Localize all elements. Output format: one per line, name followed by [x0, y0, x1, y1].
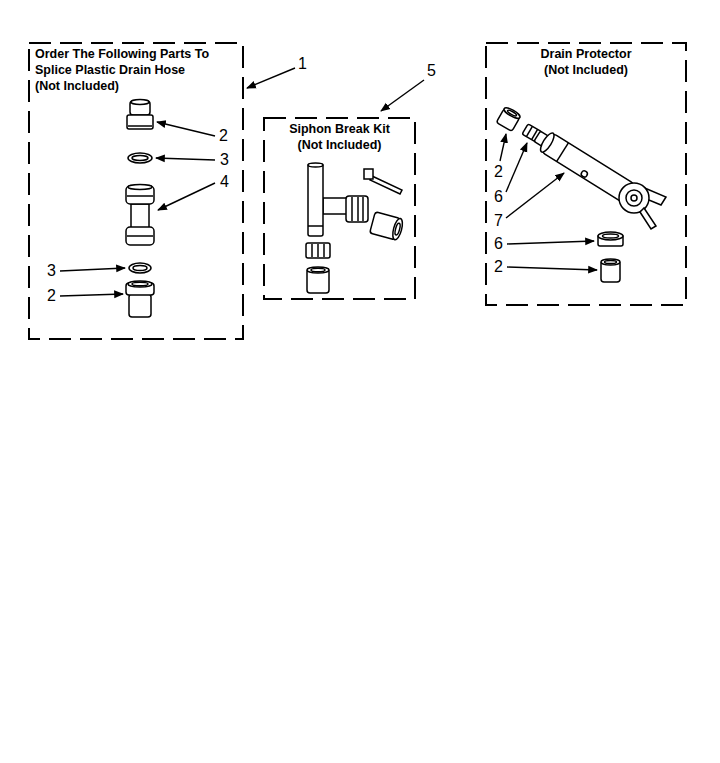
- leader-line: [381, 80, 424, 111]
- siphon-tee: [308, 163, 347, 236]
- callout-number: 6: [494, 235, 503, 253]
- leader-line: [506, 173, 564, 218]
- dashed-outline: [485, 42, 687, 306]
- dashed-border: [486, 43, 686, 305]
- adapter: [370, 212, 405, 241]
- coupler: [126, 185, 154, 246]
- callout-number: 4: [220, 173, 229, 191]
- callout-number: 2: [219, 127, 228, 145]
- protector-body: [531, 127, 634, 203]
- leader-line: [506, 143, 527, 192]
- leader-line: [158, 183, 215, 210]
- group-note: (Not Included): [297, 137, 381, 153]
- coupling-nut: [346, 196, 368, 222]
- callout-number: 6: [494, 188, 503, 206]
- cable-tie: [364, 169, 402, 194]
- group-heading: Drain Protector: [541, 46, 632, 62]
- dashed-border: [264, 118, 415, 299]
- leader-line: [157, 122, 215, 136]
- ferrule: [601, 259, 620, 282]
- leader-line: [247, 68, 295, 88]
- clamp-ring: [129, 263, 151, 273]
- callout-number: 5: [427, 62, 436, 80]
- coupling-nut: [306, 243, 330, 258]
- callout-number: 3: [220, 151, 229, 169]
- leader-line: [507, 267, 597, 270]
- ferrule: [496, 106, 521, 131]
- clamp-ring: [128, 153, 152, 163]
- group-heading: Siphon Break Kit: [289, 121, 390, 137]
- valve-head: [619, 183, 666, 229]
- group-note: (Not Included): [35, 78, 119, 94]
- callout-number: 2: [494, 163, 503, 181]
- leader-line: [500, 134, 506, 161]
- group-note: (Not Included): [544, 62, 628, 78]
- group-heading: Order The Following Parts To Splice Plas…: [35, 46, 237, 78]
- dashed-group-box: Siphon Break Kit(Not Included): [263, 117, 416, 300]
- dashed-border: [29, 43, 243, 339]
- ferrule: [307, 267, 329, 293]
- callout-number: 7: [494, 212, 503, 230]
- dashed-group-box: Drain Protector(Not Included): [485, 42, 687, 306]
- callout-number: 2: [47, 287, 56, 305]
- leader-line: [60, 294, 123, 296]
- hose-connector: [127, 100, 153, 130]
- callout-number: 2: [494, 258, 503, 276]
- hose-connector: [126, 281, 154, 317]
- leader-line: [60, 268, 125, 271]
- dashed-group-box: Order The Following Parts To Splice Plas…: [28, 42, 244, 340]
- callout-number: 3: [47, 262, 56, 280]
- nut: [598, 232, 623, 246]
- leader-line: [156, 158, 215, 160]
- callout-number: 1: [298, 55, 307, 73]
- leader-line: [507, 241, 594, 244]
